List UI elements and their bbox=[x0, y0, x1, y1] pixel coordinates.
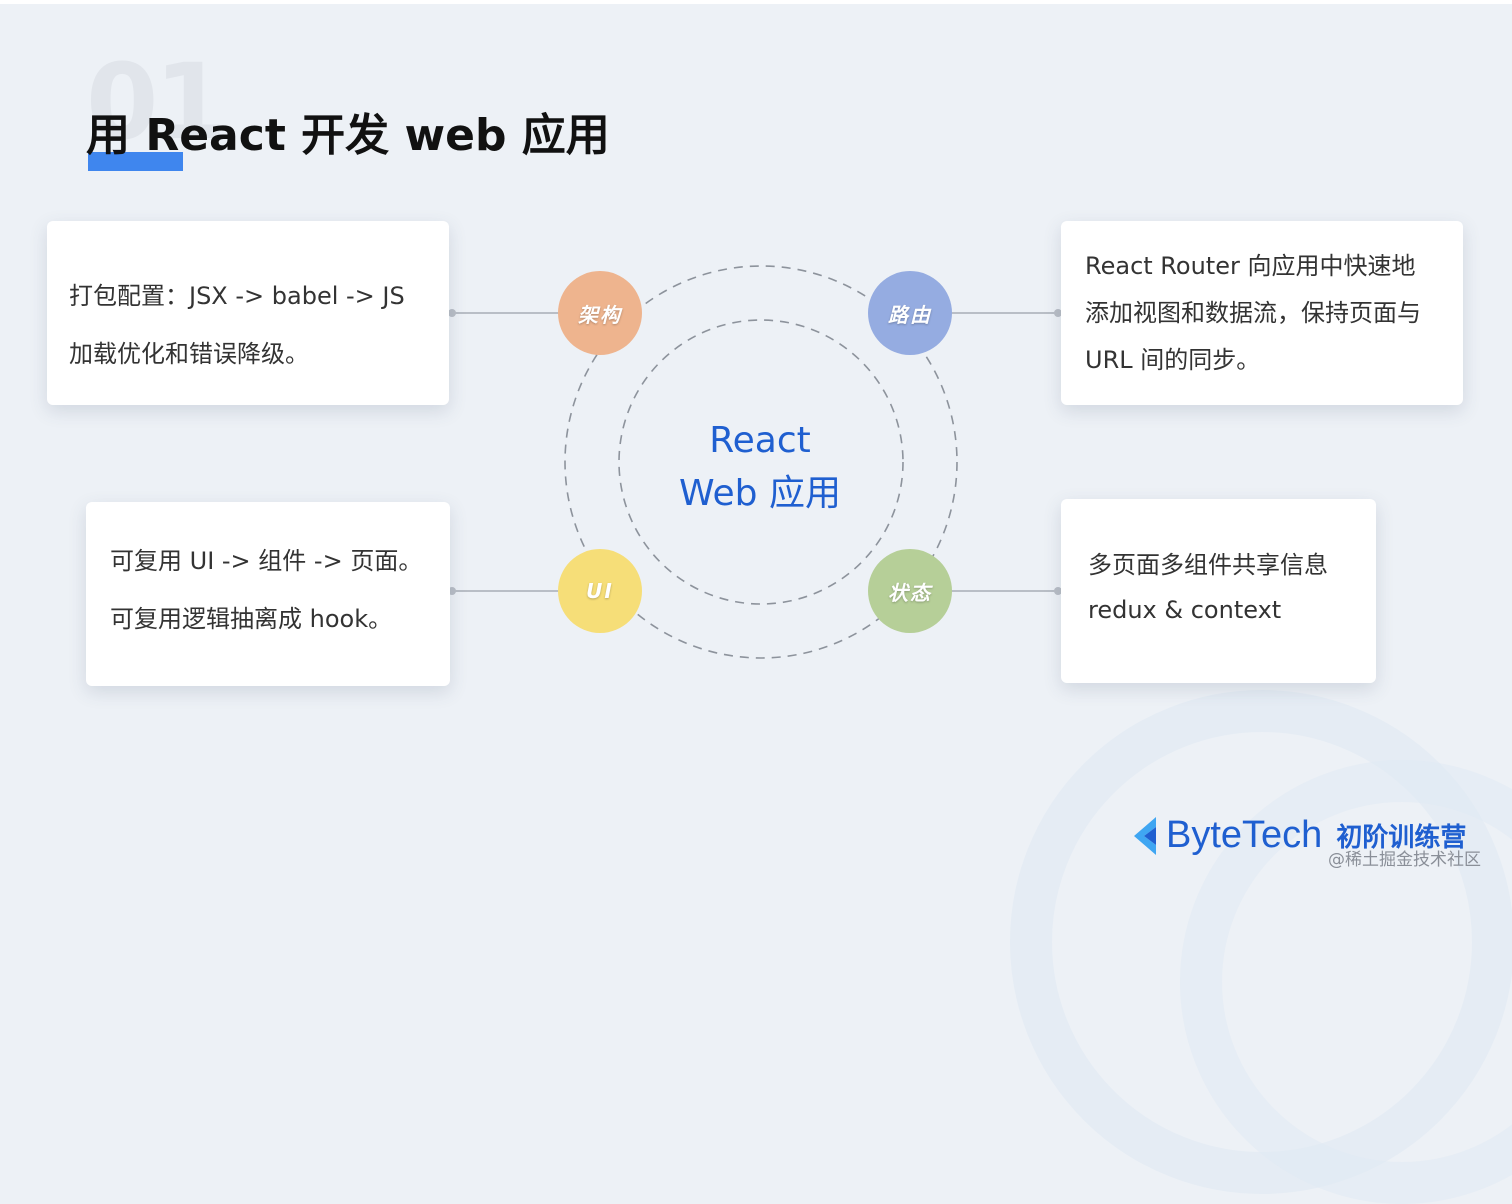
card-text: 添加视图和数据流，保持页面与 bbox=[1085, 299, 1421, 327]
center-label: React Web 应用 bbox=[630, 414, 890, 520]
watermark: @稀土掘金技术社区 bbox=[1328, 850, 1481, 870]
card-text: redux & context bbox=[1088, 596, 1282, 624]
connector-dot bbox=[1054, 309, 1062, 317]
center-label-line2: Web 应用 bbox=[679, 473, 841, 514]
node-routing: 路由 bbox=[868, 271, 952, 355]
card-state: 多页面多组件共享信息 redux & context bbox=[1061, 499, 1376, 683]
title-underline bbox=[88, 152, 183, 171]
bytetech-logo-icon bbox=[1134, 816, 1156, 855]
section-number: 01 bbox=[86, 41, 227, 163]
card-text: URL 间的同步。 bbox=[1085, 346, 1261, 374]
page-title: 用 React 开发 web 应用 bbox=[86, 110, 610, 161]
node-ui: UI bbox=[558, 549, 642, 633]
node-state: 状态 bbox=[868, 549, 952, 633]
card-architecture: 打包配置：JSX -> babel -> JS 加载优化和错误降级。 bbox=[47, 221, 449, 405]
card-text: 多页面多组件共享信息 bbox=[1088, 551, 1328, 579]
top-strip bbox=[0, 0, 1512, 4]
inner-ring bbox=[618, 319, 904, 605]
bytetech-logo: ByteTech 初阶训练营 bbox=[1134, 814, 1466, 857]
card-text: 可复用逻辑抽离成 hook。 bbox=[110, 605, 393, 633]
card-text: 可复用 UI -> 组件 -> 页面。 bbox=[110, 547, 423, 575]
connector-dot bbox=[1054, 587, 1062, 595]
node-architecture: 架构 bbox=[558, 271, 642, 355]
logo-brand: ByteTech bbox=[1166, 814, 1323, 856]
connector-dot bbox=[448, 587, 456, 595]
outer-ring bbox=[564, 265, 958, 659]
logo-subtitle: 初阶训练营 bbox=[1336, 823, 1467, 853]
center-label-line1: React bbox=[709, 420, 811, 461]
card-text: React Router 向应用中快速地 bbox=[1085, 252, 1416, 280]
card-routing: React Router 向应用中快速地 添加视图和数据流，保持页面与 URL … bbox=[1061, 221, 1463, 405]
connector-dot bbox=[448, 309, 456, 317]
diagram-svg bbox=[448, 265, 1062, 659]
card-ui: 可复用 UI -> 组件 -> 页面。 可复用逻辑抽离成 hook。 bbox=[86, 502, 450, 686]
card-text: 加载优化和错误降级。 bbox=[69, 340, 309, 368]
card-text: 打包配置：JSX -> babel -> JS bbox=[69, 282, 405, 310]
